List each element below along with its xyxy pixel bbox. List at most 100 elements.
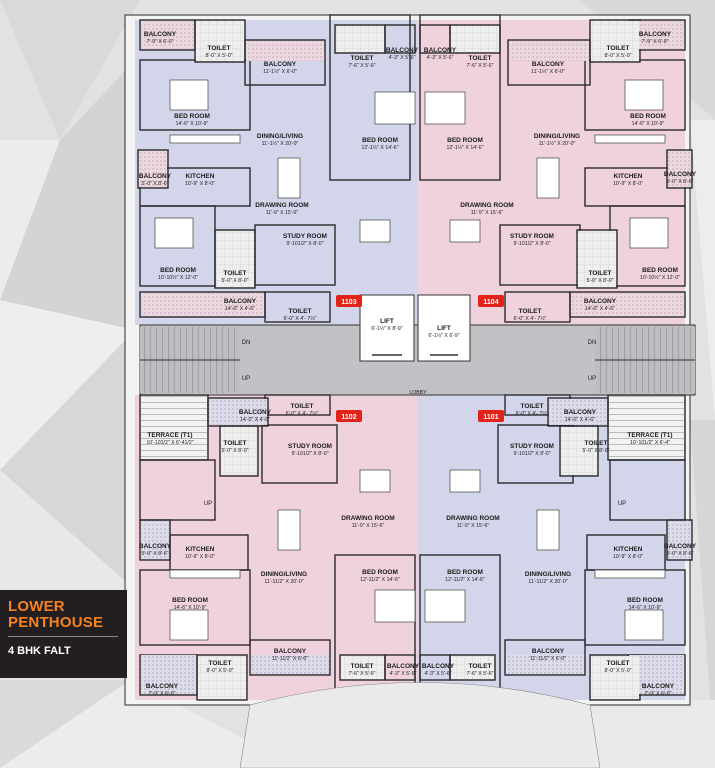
br-kitchen-dimension: 10'-9" X 8'-0" [613,554,643,560]
br-balcony-master-label: BALCONY [422,663,455,670]
tl-balcony-kitchen-dimension: 5'-0" X 8'-6" [141,181,168,187]
tr-toilet-lobby-label: TOILET [519,308,542,315]
tl-study-label: STUDY ROOM [283,233,327,240]
bl-balcony-dining-label: BALCONY [274,648,307,655]
br-dining-label: DINING/LIVING [525,571,571,578]
br-balcony-kitchen-label: BALCONY [664,543,697,550]
bl-balcony-corner-label: BALCONY [146,683,179,690]
br-balcony-master-dimension: 4'-3" X 5'-6" [424,671,451,677]
br-toilet-lobby-dimension: 6'-0" X 4'- 7½" [516,410,549,417]
br-balcony-top-label: BALCONY [564,409,597,416]
br-toilet-lobby-label: TOILET [521,403,544,410]
tl-toilet-master-dimension: 7'-6" X 5'-6" [348,63,375,69]
lift-right [417,294,471,362]
bl-balcony-corner-dimension: 7'-9" X 6'-0" [148,691,175,697]
balcony-fills [139,21,691,694]
core-labels: LIFT 6'-1½" X 8'-9" LIFT 6'-1½" X 6'-9" … [204,318,626,507]
tr-bed-1-dimension: 14'-6" X 10'-9" [632,121,665,127]
bl-balcony-kitchen-dimension: 5'-0" X 8'-6" [141,551,168,557]
stair-right-dn: DN [588,340,597,346]
br-balcony-dining-dimension: 11'-11/2" X 6'-0" [530,656,566,662]
flat-badge-1102 [336,410,362,422]
tr-balcony-corner-label: BALCONY [639,31,672,38]
tl-toilet-master-label: TOILET [351,55,374,62]
lift-left-dim: 6'-1½" X 8'-9" [371,325,402,332]
br-balcony-corner-label: BALCONY [642,683,675,690]
bl-dining-label: DINING/LIVING [261,571,307,578]
tl-balcony-kitchen-label: BALCONY [139,173,172,180]
bl-kitchen-dimension: 10'-9" X 8'-0" [185,554,215,560]
bl-toilet-lobby-dimension: 6'-0" X 4'- 7½" [286,410,319,417]
tl-dining-dimension: 11'-1½" X 20'-0" [262,140,299,147]
bl-drawing-label: DRAWING ROOM [341,515,394,522]
bl-kitchen-label: KITCHEN [186,546,215,553]
entrance-canopy [239,682,601,768]
bl-terrace-dimension: 10'-101/2" X 6'-41/2" [146,440,193,446]
flat-number-1104: 1104 [483,299,498,306]
bl-bed-master-dimension: 12'-11/2" X 14'-6" [360,577,400,583]
bl-bed-master-label: BED ROOM [362,569,398,576]
tr-toilet-small-dimension: 5'-0" X 8'-0" [586,278,613,284]
flat-badge-1101 [478,410,504,422]
br-bed-1-label: BED ROOM [627,597,663,604]
tr-toilet-lobby-dimension: 6'-0" X 4'- 7½" [514,315,547,322]
tl-toilet-lobby-dimension: 6'-0" X 4'- 7½" [284,315,317,322]
tl-kitchen-label: KITCHEN [186,173,215,180]
tr-drawing-dimension: 11'-9" X 15'-6" [471,210,504,216]
br-terrace-dimension: 10'-101/2" X 6'-4" [630,440,670,446]
tr-toilet-small-label: TOILET [589,270,612,277]
tl-bed-master-label: BED ROOM [362,137,398,144]
br-bed-master-dimension: 12'-11/2" X 14'-6" [445,577,485,583]
tr-balcony-top-label: BALCONY [532,61,565,68]
flat-badge-1104 [478,295,504,307]
bl-balcony-master-label: BALCONY [387,663,420,670]
bl-balcony-kitchen-label: BALCONY [139,543,172,550]
lift-right-dim: 6'-1½" X 6'-9" [428,332,459,339]
tr-toilet-top-dimension: 8'-0" X 5'-0" [604,53,631,59]
tr-bed-1-label: BED ROOM [630,113,666,120]
br-study-label: STUDY ROOM [510,443,554,450]
flat-1103-area [135,20,417,325]
stair-left-up: UP [242,376,250,382]
tr-balcony-bottom-label: BALCONY [584,298,617,305]
tl-balcony-top-dimension: 11'-1½" X 6'-0" [263,68,297,75]
tr-balcony-kitchen-dimension: 5'-0" X 8'-6" [666,179,693,185]
plan-title-panel: LOWER PENTHOUSE 4 BHK FALT [0,590,127,678]
br-balcony-kitchen-dimension: 5'-0" X 8'-6" [666,551,693,557]
stair-right-up: UP [588,376,596,382]
tr-balcony-master-label: BALCONY [424,47,457,54]
tr-balcony-kitchen-label: BALCONY [664,171,697,178]
toilet-tiles [196,21,639,699]
tr-bed-2-label: BED ROOM [642,267,678,274]
stair-left-dn: DN [242,340,251,346]
bl-study-label: STUDY ROOM [288,443,332,450]
br-drawing-label: DRAWING ROOM [446,515,499,522]
tl-toilet-top-dimension: 8'-0" X 5'-0" [205,53,232,59]
tl-drawing-label: DRAWING ROOM [255,202,308,209]
br-terrace-label: TERRACE (T1) [627,432,672,439]
br-toilet-master-label: TOILET [469,663,492,670]
tl-toilet-lobby-label: TOILET [289,308,312,315]
tr-balcony-bottom-dimension: 14'-0" X 4'-6" [585,306,615,312]
bl-balcony-master-dimension: 4'-3" X 5'-6" [389,671,416,677]
tr-drawing-label: DRAWING ROOM [460,202,513,209]
bl-bed-1-label: BED ROOM [172,597,208,604]
bl-toilet-master-dimension: 7'-6" X 5'-6" [348,671,375,677]
tr-balcony-top-dimension: 11'-1½" X 6'-0" [531,68,565,75]
tl-drawing-dimension: 11'-9" X 15'-6" [266,210,299,216]
flat-number-1102: 1102 [341,414,356,421]
tl-bed-2-dimension: 10'-10½" X 12'-0" [158,274,198,281]
title-divider [8,636,118,637]
bl-balcony-dining-dimension: 11'-11/2" X 6'-0" [272,656,308,662]
br-kitchen-label: KITCHEN [614,546,643,553]
tl-balcony-bottom-dimension: 14'-0" X 4'-6" [225,306,255,312]
br-bed-master-label: BED ROOM [447,569,483,576]
br-dining-dimension: 11'-11/2" X 20'-0" [528,579,567,585]
tl-balcony-corner-dimension: 7'-9" X 6'-0" [146,39,173,45]
tl-balcony-master-label: BALCONY [386,47,419,54]
tr-balcony-corner-dimension: 7'-9" X 6'-0" [641,39,668,45]
tl-kitchen-dimension: 10'-9" X 8'-0" [185,181,215,187]
br-stair-up: UP [618,501,626,507]
tr-study-dimension: 9'-101/2" X 8'-0" [513,241,550,247]
